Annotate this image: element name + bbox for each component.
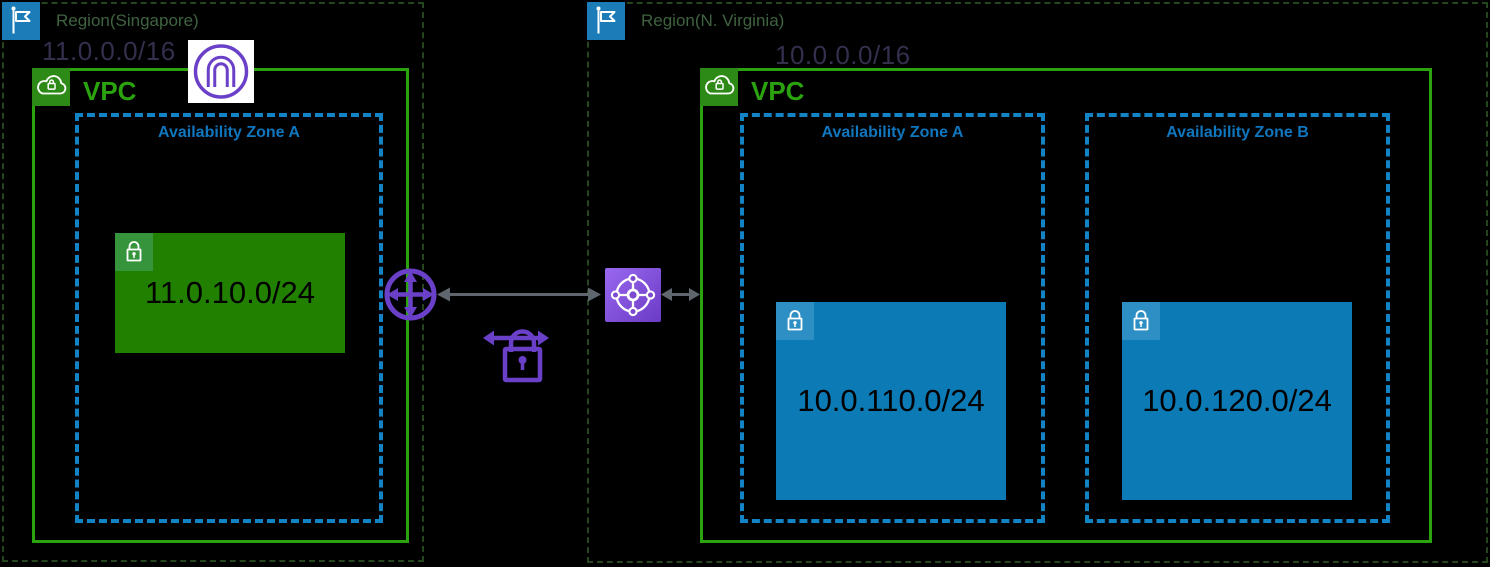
az-label: Availability Zone A xyxy=(821,124,964,141)
region-n-virginia xyxy=(587,2,1488,563)
region-cidr: 11.0.0.0/16 xyxy=(42,36,176,66)
az-virginia-a: Availability Zone A xyxy=(740,113,1045,523)
subnet-cidr: 10.0.110.0/24 xyxy=(797,383,985,418)
subnet-lock-icon xyxy=(776,302,814,340)
az-label: Availability Zone A xyxy=(158,124,300,141)
internet-gateway-icon xyxy=(188,40,254,103)
vpc-cloud-icon xyxy=(700,68,738,106)
vpc-label: VPC xyxy=(83,76,137,106)
subnet-lock-icon xyxy=(115,233,153,271)
az-label: Availability Zone B xyxy=(1166,124,1309,141)
az-virginia-b: Availability Zone B xyxy=(1085,113,1390,523)
subnet-10-0-110-0: 10.0.110.0/24 xyxy=(776,302,1006,500)
region-label: Region(Singapore) xyxy=(56,11,199,30)
region-cidr: 10.0.0.0/16 xyxy=(775,40,911,70)
vpc-singapore: VPC xyxy=(32,68,409,543)
subnet-cidr: 11.0.10.0/24 xyxy=(144,275,316,310)
transit-gateway-icon xyxy=(605,268,661,322)
subnet-10-0-120-0: 10.0.120.0/24 xyxy=(1122,302,1352,500)
az-singapore-a: Availability Zone A xyxy=(75,113,383,523)
region-label: Region(N. Virginia) xyxy=(641,11,785,30)
subnet-11-0-10-0: 11.0.10.0/24 xyxy=(115,233,345,353)
region-singapore xyxy=(2,2,424,562)
region-flag-icon xyxy=(587,2,625,40)
subnet-lock-icon xyxy=(1122,302,1160,340)
region-flag-icon xyxy=(2,2,40,40)
bidirectional-arrow xyxy=(433,282,605,307)
vpn-connection-icon xyxy=(480,316,552,386)
vpn-gateway-icon xyxy=(380,264,441,325)
vpc-label: VPC xyxy=(751,76,805,106)
vpc-n-virginia: VPC xyxy=(700,68,1432,543)
vpc-cloud-icon xyxy=(32,68,70,106)
subnet-cidr: 10.0.120.0/24 xyxy=(1142,383,1332,418)
bidirectional-arrow xyxy=(659,282,702,307)
